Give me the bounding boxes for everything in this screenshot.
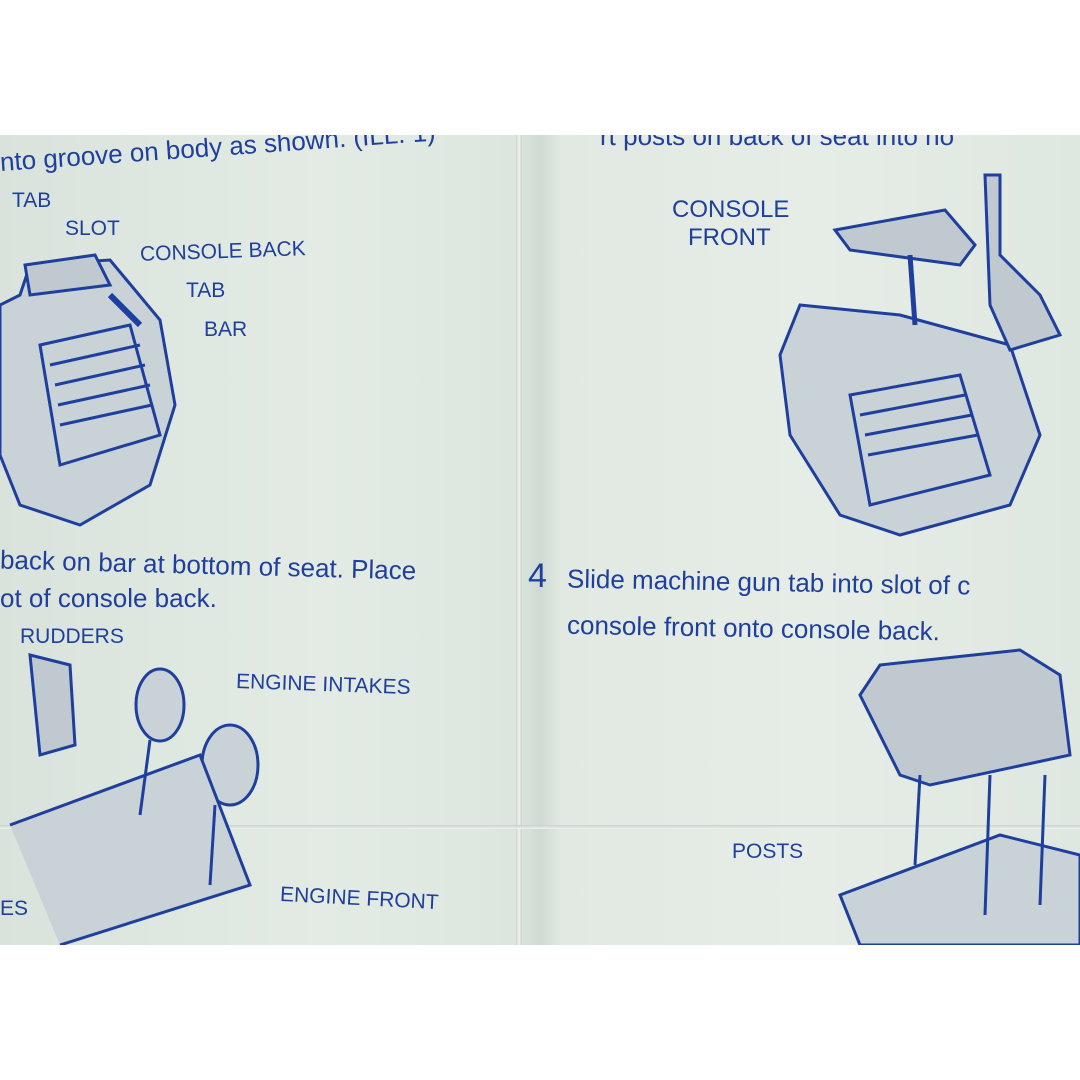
label-front: FRONT	[688, 224, 771, 251]
instruction-sheet: nto groove on body as shown. (ILL. 1) TA…	[0, 135, 1080, 945]
label-es: ES	[0, 897, 29, 920]
label-rudders: RUDDERS	[20, 625, 124, 648]
label-bar: BAR	[204, 318, 248, 341]
engine-posts-drawing	[838, 648, 1080, 945]
engine-intakes-drawing	[9, 653, 260, 945]
instruction-text-top-right: rt posts on back of seat into ho	[600, 135, 955, 151]
label-tab-2: TAB	[186, 279, 226, 302]
step-number: 4	[528, 557, 547, 595]
assembly-illustrations	[0, 173, 1080, 945]
label-posts: POSTS	[732, 840, 804, 863]
label-tab: TAB	[12, 189, 52, 212]
label-console: CONSOLE	[672, 196, 790, 223]
instruction-text-middle-2: ot of console back.	[0, 583, 217, 613]
label-slot: SLOT	[65, 217, 120, 240]
seat-console-front-drawing	[778, 173, 1063, 537]
vertical-fold	[516, 135, 522, 945]
seat-console-back-drawing	[0, 253, 177, 527]
horizontal-fold	[0, 825, 1080, 829]
step-text-line-2: console front onto console back.	[566, 609, 941, 647]
